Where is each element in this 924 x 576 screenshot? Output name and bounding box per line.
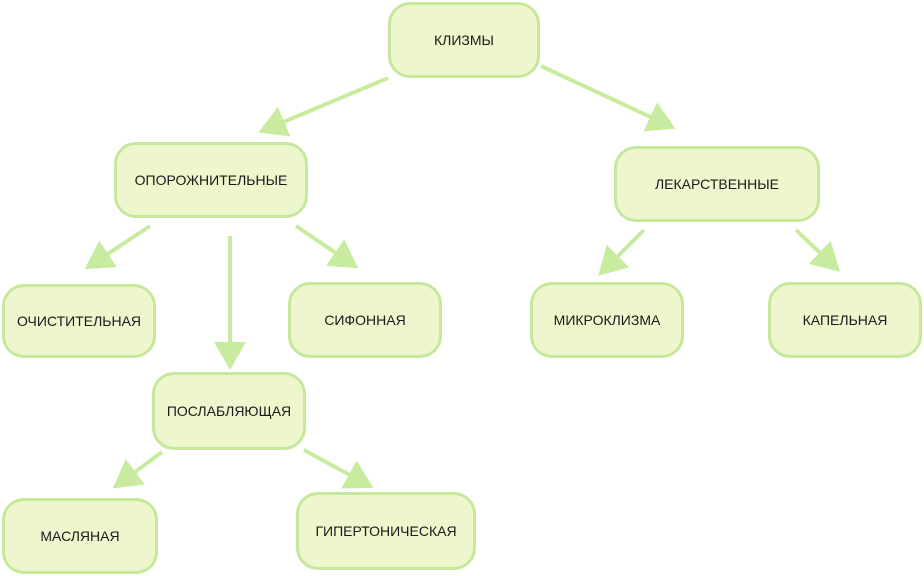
node-root: КЛИЗМЫ bbox=[388, 2, 540, 78]
node-hypertonic: ГИПЕРТОНИЧЕСКАЯ bbox=[296, 492, 476, 570]
node-label: МИКРОКЛИЗМА bbox=[553, 312, 661, 328]
node-label: КАПЕЛЬНАЯ bbox=[802, 312, 888, 328]
node-label: КЛИЗМЫ bbox=[434, 32, 494, 48]
arrow-evacuant-cleansing bbox=[84, 224, 152, 270]
node-drip: КАПЕЛЬНАЯ bbox=[768, 282, 922, 358]
arrow-medicinal-drip bbox=[794, 228, 840, 272]
arrow-root-medicinal bbox=[540, 64, 676, 132]
node-label: ОЧИСТИТЕЛЬНАЯ bbox=[16, 313, 142, 329]
node-label: ПОСЛАБЛЯЮЩАЯ bbox=[166, 403, 292, 419]
node-laxative: ПОСЛАБЛЯЮЩАЯ bbox=[152, 372, 306, 450]
node-medicinal: ЛЕКАРСТВЕННЫЕ bbox=[614, 146, 820, 222]
node-label: МАСЛЯНАЯ bbox=[40, 528, 120, 544]
node-siphon: СИФОННАЯ bbox=[288, 282, 442, 358]
node-label: ОПОРОЖНИТЕЛЬНЫЕ bbox=[134, 172, 288, 188]
node-label: ГИПЕРТОНИЧЕСКАЯ bbox=[315, 523, 457, 539]
arrow-root-evacuant bbox=[258, 76, 389, 137]
arrow-laxative-oil bbox=[112, 450, 164, 489]
arrow-evacuant-siphon bbox=[294, 224, 359, 269]
node-cleansing: ОЧИСТИТЕЛЬНАЯ bbox=[2, 284, 156, 358]
node-label: СИФОННАЯ bbox=[324, 312, 406, 328]
arrow-laxative-hypertonic bbox=[303, 448, 374, 489]
node-oil: МАСЛЯНАЯ bbox=[2, 498, 158, 574]
arrow-medicinal-microenema bbox=[598, 228, 646, 276]
node-microenema: МИКРОКЛИЗМА bbox=[530, 282, 684, 358]
node-evacuant: ОПОРОЖНИТЕЛЬНЫЕ bbox=[114, 142, 308, 218]
node-label: ЛЕКАРСТВЕННЫЕ bbox=[654, 176, 780, 192]
